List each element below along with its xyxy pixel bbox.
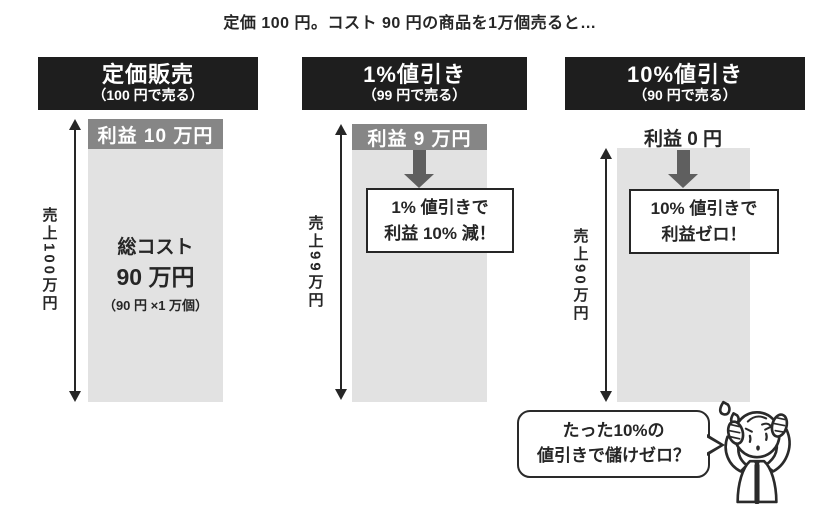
column-header-subtitle: （100 円で売る） bbox=[92, 86, 204, 103]
profit-zero-label: 利益 0 円 bbox=[643, 129, 723, 150]
callout-line2: 利益ゼロ！ bbox=[661, 224, 747, 244]
profit-band-1pct: 利益 9 万円 bbox=[352, 124, 487, 150]
arrow-line bbox=[340, 135, 342, 389]
column-header-title: 1%値引き bbox=[363, 62, 466, 88]
page-title: 定価 100 円。コスト 90 円の商品を1万個売ると… bbox=[223, 15, 597, 32]
column-header-title: 10%値引き bbox=[626, 62, 744, 88]
eyebrow bbox=[764, 425, 773, 431]
arrow-shaft bbox=[676, 150, 690, 174]
column-header-subtitle: （90 円で売る） bbox=[633, 86, 737, 103]
column-header-1pct-discount: 1%値引き （99 円で売る） bbox=[302, 57, 527, 110]
callout-1pct: 1% 値引きで 利益 10% 減！ bbox=[366, 188, 514, 253]
arrow-head bbox=[668, 174, 698, 188]
sales-range-arrow-1pct bbox=[334, 124, 348, 400]
arrow-up-head bbox=[335, 124, 347, 135]
callout-line1: 1% 値引きで bbox=[391, 198, 489, 217]
sales-axis-label-wrap: 売上90万円 bbox=[565, 148, 595, 402]
speech-bubble-tail-fill bbox=[706, 437, 720, 453]
arrow-down-head bbox=[69, 391, 81, 402]
down-arrow-icon-10pct bbox=[668, 150, 698, 188]
left-hand bbox=[726, 420, 745, 446]
arrow-shaft bbox=[412, 150, 426, 174]
arrow-line bbox=[605, 159, 607, 391]
cost-line3: （90 円 ×1 万個） bbox=[102, 297, 209, 313]
arrow-up-head bbox=[600, 148, 612, 159]
right-hand bbox=[770, 413, 789, 438]
arrow-up-head bbox=[69, 119, 81, 130]
sales-axis-label-1pct: 売上99万円 bbox=[306, 214, 324, 310]
column-header-10pct-discount: 10%値引き （90 円で売る） bbox=[565, 57, 805, 110]
column-header-regular-price: 定価販売 （100 円で売る） bbox=[38, 57, 258, 110]
eyebrow bbox=[744, 427, 753, 433]
down-arrow-icon-1pct bbox=[404, 150, 434, 188]
hair bbox=[746, 415, 768, 423]
arrow-head bbox=[404, 174, 434, 188]
sales-range-arrow-10pct bbox=[599, 148, 613, 402]
column-header-subtitle: （99 円で売る） bbox=[362, 86, 467, 103]
speech-bubble-line2: 値引きで儲けゼロ？ bbox=[537, 446, 690, 465]
sales-axis-label-wrap: 売上99万円 bbox=[300, 124, 330, 400]
cost-block-regular: 総コスト 90 万円 （90 円 ×1 万個） bbox=[88, 236, 223, 314]
eye bbox=[748, 434, 752, 443]
callout-line2: 利益 10% 減！ bbox=[384, 223, 496, 243]
arrow-down-head bbox=[335, 389, 347, 400]
sales-axis-label-wrap: 売上100万円 bbox=[34, 119, 64, 402]
sales-range-arrow-regular bbox=[68, 119, 82, 402]
sales-axis-label-10pct: 売上90万円 bbox=[571, 227, 589, 323]
worried-person-illustration bbox=[718, 400, 791, 504]
column-header-title: 定価販売 bbox=[101, 62, 194, 88]
sales-bar-regular: 利益 10 万円 bbox=[88, 119, 223, 402]
cost-line2: 90 万円 bbox=[116, 263, 195, 290]
mouth bbox=[756, 445, 760, 451]
arrow-down-head bbox=[600, 391, 612, 402]
speech-bubble-line1: たった10%の bbox=[562, 421, 665, 441]
profit-band-regular: 利益 10 万円 bbox=[88, 119, 223, 149]
sales-axis-label-regular: 売上100万円 bbox=[40, 207, 58, 314]
callout-line1: 10% 値引きで bbox=[650, 199, 758, 218]
speech-bubble: たった10%の 値引きで儲けゼロ？ bbox=[517, 410, 725, 478]
arrow-line bbox=[74, 130, 76, 391]
eye bbox=[765, 432, 768, 441]
cost-line1: 総コスト bbox=[117, 237, 194, 258]
sweat-drop-icon bbox=[718, 400, 731, 416]
callout-10pct: 10% 値引きで 利益ゼロ！ bbox=[629, 189, 779, 254]
